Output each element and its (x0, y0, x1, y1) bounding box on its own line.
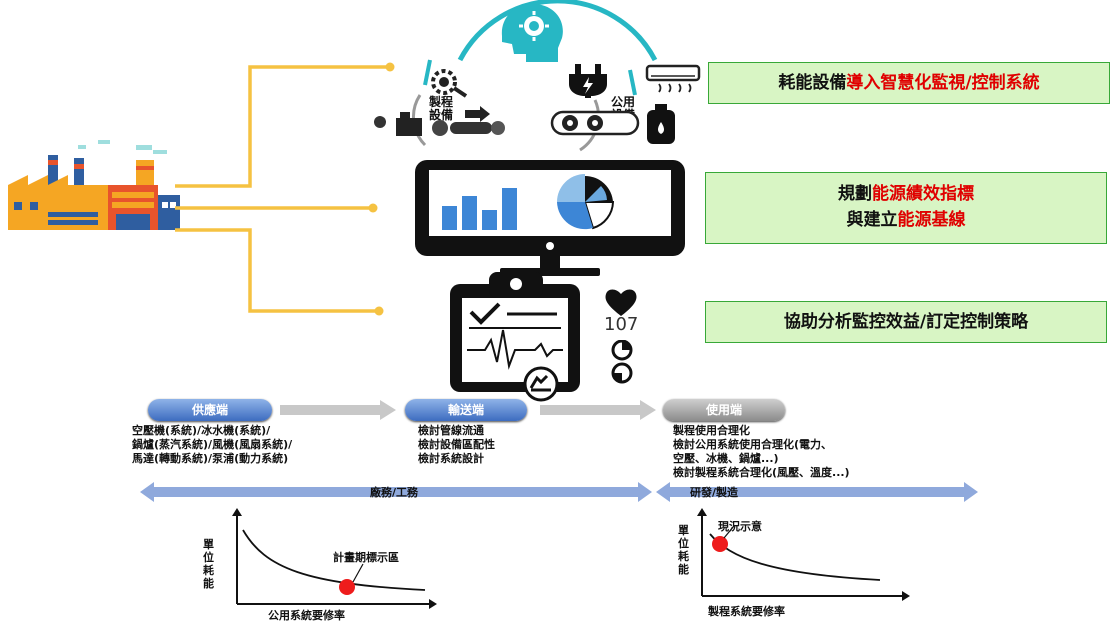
usage-description: 製程使用合理化 檢討公用系統使用合理化(電力、 空壓、冰機、鍋爐...) 檢討製… (673, 424, 850, 479)
graph-left-xlabel: 公用系統要修率 (268, 609, 345, 622)
heart-rate-value: 107 (604, 314, 639, 335)
callout-smart-monitoring: 耗能設備導入智慧化監視/控制系統 (708, 62, 1110, 104)
clipboard-ecg-icon (450, 272, 580, 402)
indicator-line1-highlight: 能源績效指標 (872, 184, 974, 204)
graph-left (232, 508, 437, 609)
callout-smart-monitoring-highlight: 導入智慧化監視/控制系統 (846, 73, 1040, 93)
bar-label-facilities: 廠務/工務 (370, 486, 419, 499)
process-equipment-label: 製程 設備 (428, 95, 453, 122)
graph-right-xlabel: 製程系統要修率 (708, 605, 785, 618)
graph-right-ylabel: 單位耗能 (678, 524, 689, 576)
fan-icon (550, 110, 640, 136)
callout-energy-indicators-line2: 與建立能源基線 (706, 207, 1106, 233)
graph-right-marker-label: 現況示意 (718, 520, 762, 533)
callout-energy-indicators: 規劃能源績效指標 與建立能源基線 (705, 172, 1107, 244)
heart-icon (605, 289, 637, 316)
graph-left-ylabel: 單位耗能 (203, 538, 214, 590)
department-bars (140, 482, 978, 502)
callout-analysis: 協助分析監控效益/訂定控制策略 (705, 301, 1107, 343)
transmission-description: 檢討管線流通 檢討設備區配性 檢討系統設計 (418, 424, 495, 465)
transmission-label: 輸送端 (405, 399, 527, 421)
factory-icon (8, 140, 180, 230)
boiler-icon (647, 104, 675, 144)
supply-label: 供應端 (148, 399, 272, 421)
industrial-machines-icon (374, 106, 505, 136)
gauge-icon (611, 340, 633, 384)
callout-smart-monitoring-prefix: 耗能設備 (778, 73, 847, 93)
graph-left-marker-label: 計畫期標示區 (333, 551, 399, 564)
arrow-transmission-usage (540, 400, 656, 420)
bar-label-rd-manufacturing: 研發/製造 (690, 486, 739, 499)
usage-label: 使用端 (663, 399, 785, 421)
indicator-line2-prefix: 與建立 (846, 210, 898, 230)
air-conditioner-icon (645, 64, 701, 93)
indicator-line1-prefix: 規劃 (838, 184, 872, 204)
computer-monitor-icon (415, 160, 685, 276)
indicator-line2-highlight: 能源基線 (897, 210, 966, 230)
brain-gear-icon (501, 3, 563, 62)
graph-right (697, 508, 910, 601)
callout-energy-indicators-line1: 規劃能源績效指標 (706, 181, 1106, 207)
gear-search-icon (431, 69, 468, 98)
supply-description: 空壓機(系統)/冰水機(系統)/ 鍋爐(蒸汽系統)/風機(風扇系統)/ 馬達(轉… (132, 424, 293, 465)
arrow-supply-transmission (280, 400, 396, 420)
plug-icon (569, 64, 607, 98)
